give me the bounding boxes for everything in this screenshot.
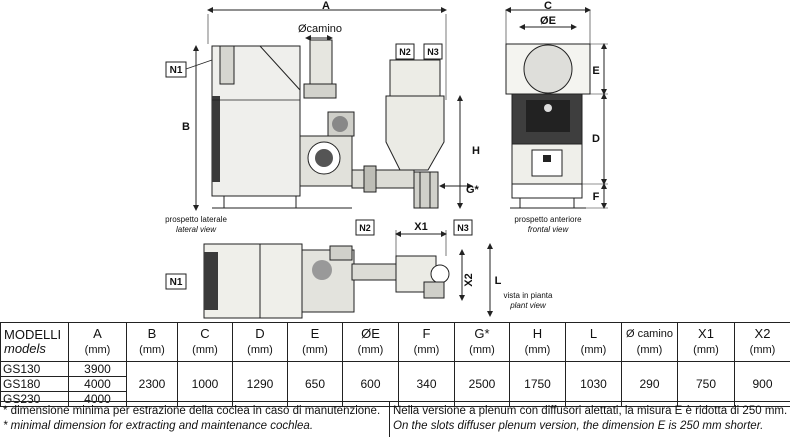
- header-col: X1(mm): [677, 322, 735, 362]
- plant-caption-en: plant view: [509, 301, 547, 310]
- dim-h-label: H: [472, 145, 480, 157]
- note-left-it: * dimensione minima per estrazione della…: [3, 405, 381, 417]
- header-col: Ø camino(mm): [621, 322, 678, 362]
- model-name: GS130: [0, 361, 69, 377]
- notes-divider: [389, 401, 390, 437]
- shared-value: 2500: [454, 361, 510, 407]
- header-col: ØE(mm): [342, 322, 399, 362]
- note-right: Nella versione a plenum con diffusori al…: [393, 404, 787, 434]
- svg-text:N3: N3: [457, 223, 469, 233]
- model-name: GS180: [0, 376, 69, 392]
- tag-n1-lateral: N1: [165, 59, 213, 78]
- camino-label: Øcamino: [298, 23, 342, 35]
- dim-oe-label: ØE: [540, 15, 556, 27]
- dim-b-label: B: [182, 121, 190, 133]
- header-col: D(mm): [232, 322, 288, 362]
- dim-g-label: G*: [466, 184, 480, 196]
- table-row: GS130 3900 2300 1000 1290 650 600 340 25…: [0, 361, 790, 407]
- lateral-caption-it: prospetto laterale: [165, 215, 227, 224]
- dim-d-label: D: [592, 133, 600, 145]
- lateral-view: A Øcamino B H: [182, 0, 480, 211]
- header-col: F(mm): [398, 322, 455, 362]
- header-col: L(mm): [565, 322, 622, 362]
- dim-a-label: A: [322, 0, 330, 12]
- dim-x2-label: X2: [463, 273, 475, 286]
- note-left: * dimensione minima per estrazione della…: [3, 404, 380, 434]
- header-col: B(mm): [126, 322, 178, 362]
- shared-value: 1000: [177, 361, 233, 407]
- svg-text:N1: N1: [170, 65, 183, 76]
- plant-caption-it: vista in pianta: [504, 291, 553, 300]
- header-col: X2(mm): [734, 322, 790, 362]
- tag-n1-plant: N1: [165, 273, 187, 290]
- shared-value: 600: [342, 361, 399, 407]
- tag-n3-plant: N3: [453, 219, 473, 236]
- shared-value: 650: [287, 361, 343, 407]
- dim-e-label: E: [592, 65, 599, 77]
- header-col: C(mm): [177, 322, 233, 362]
- tag-n2-lateral: N2: [395, 43, 415, 60]
- tag-n2-plant: N2: [355, 219, 375, 236]
- header-col: H(mm): [509, 322, 566, 362]
- svg-text:N2: N2: [359, 223, 371, 233]
- notes-top-border: [0, 401, 790, 402]
- shared-value: 750: [677, 361, 735, 407]
- model-a-value: 4000: [68, 376, 127, 392]
- model-a-value: 3900: [68, 361, 127, 377]
- technical-drawing: A Øcamino B H: [165, 0, 608, 319]
- header-col: E(mm): [287, 322, 343, 362]
- tag-n3-lateral: N3: [423, 43, 443, 60]
- svg-text:N3: N3: [427, 47, 439, 57]
- header-col: G*(mm): [454, 322, 510, 362]
- shared-value: 1030: [565, 361, 622, 407]
- svg-text:N2: N2: [399, 47, 411, 57]
- lateral-caption-en: lateral view: [176, 225, 217, 234]
- dim-f-label: F: [593, 191, 600, 203]
- shared-value: 340: [398, 361, 455, 407]
- shared-value: 900: [734, 361, 790, 407]
- header-col: A(mm): [68, 322, 127, 362]
- frontal-caption-it: prospetto anteriore: [514, 215, 582, 224]
- shared-value: 2300: [126, 361, 178, 407]
- table-row: GS230 4000: [0, 391, 790, 407]
- plant-view: X1 X2 L: [203, 221, 502, 319]
- svg-text:N1: N1: [170, 277, 183, 288]
- note-right-it: Nella versione a plenum con diffusori al…: [393, 405, 788, 417]
- shared-value: 1750: [509, 361, 566, 407]
- dim-l-label: L: [495, 275, 502, 287]
- shared-value: 1290: [232, 361, 288, 407]
- frontal-view: C ØE E D F: [505, 0, 608, 209]
- note-left-en: * minimal dimension for extracting and m…: [3, 420, 314, 432]
- dim-c-label: C: [544, 0, 552, 12]
- shared-value: 290: [621, 361, 678, 407]
- dim-x1-label: X1: [414, 221, 427, 233]
- frontal-caption-en: frontal view: [528, 225, 570, 234]
- note-right-en: On the slots diffuser plenum version, th…: [393, 420, 764, 432]
